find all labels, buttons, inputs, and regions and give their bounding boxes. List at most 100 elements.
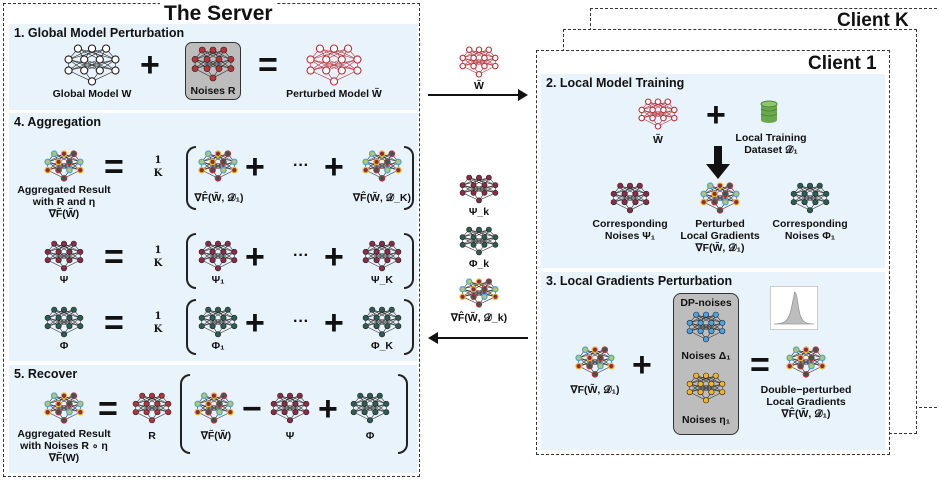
plus-sign: + — [632, 346, 652, 384]
dataset-label-1: Local Training — [735, 132, 807, 144]
recover-result-net — [44, 392, 84, 424]
paren-right — [404, 146, 414, 210]
perturbed-model-label: Perturbed Model W̃ — [286, 88, 382, 100]
plg-label-3: ∇F(W̃, 𝒟₁) — [695, 242, 745, 254]
broadcast-model-label: W̃ — [474, 80, 484, 92]
arrow-to-client — [428, 89, 528, 101]
phi-1-label: Φ₁ — [211, 340, 225, 352]
double-perturbed-net — [786, 346, 826, 378]
agg-label-3: ∇F̃(W̃) — [48, 208, 80, 220]
plg-label-2: Local Gradients — [680, 230, 760, 242]
paren-right — [398, 374, 408, 454]
plus-sign: + — [324, 148, 344, 186]
aggregated-net — [44, 150, 84, 182]
dp-grad-label-2: Local Gradients — [766, 396, 846, 408]
term-first-label: ∇F̂(W̃, 𝒟₁) — [194, 192, 244, 204]
equals-sign: = — [98, 390, 118, 428]
plus-sign: + — [140, 46, 160, 84]
recover-label-2: with Noises R ∘ η — [20, 440, 108, 452]
plg-net — [700, 182, 740, 214]
local-grad-label: ∇F(W̃, 𝒟₁) — [570, 384, 620, 396]
psi-1-net — [198, 240, 238, 272]
equals-sign: = — [104, 238, 124, 276]
plus-sign: + — [706, 96, 726, 134]
arrow-to-server — [428, 332, 528, 344]
plus-sign: + — [245, 238, 265, 276]
cn-phi-net — [790, 182, 830, 214]
down-arrow-icon — [706, 146, 730, 179]
recover-phi-label: Φ — [365, 430, 375, 442]
distribution-icon — [770, 286, 818, 330]
section-3-title: 3. Local Gradients Perturbation — [546, 274, 733, 288]
minus-sign: − — [242, 390, 262, 428]
server-title: The Server — [160, 2, 277, 26]
psi-label: Ψ — [59, 274, 69, 286]
cn-phi-label-2: Noises Φ₁ — [784, 230, 836, 242]
phi-label: Φ — [59, 340, 69, 352]
grad-k-upload-label: ∇F̂(W̃, 𝒟_k) — [450, 312, 508, 324]
equals-sign: = — [258, 46, 278, 84]
plus-sign: + — [324, 304, 344, 342]
phi-k-upload-label: Φ_k — [468, 258, 490, 270]
agg-label-1: Aggregated Result — [17, 184, 111, 196]
plg-label-1: Perturbed — [695, 218, 745, 230]
local-grad-net — [575, 346, 615, 378]
client-k-title: Client K — [837, 10, 909, 31]
paren-right — [404, 299, 414, 355]
paren-right — [404, 233, 414, 289]
recover-psi-label: Ψ — [285, 430, 295, 442]
client-1-title: Client 1 — [808, 53, 877, 74]
phi-net — [44, 306, 84, 338]
eta-noise-net — [686, 372, 726, 404]
agg-label-2: with R and η — [32, 196, 96, 208]
paren-left — [186, 233, 196, 289]
phi-k-label: Φ_K — [370, 340, 394, 352]
plus-sign: + — [324, 238, 344, 276]
recover-grad-label: ∇F̃(W̃) — [200, 430, 232, 442]
section-5-title: 5. Recover — [14, 367, 78, 381]
dots: ··· — [293, 157, 309, 174]
grad-net-k — [362, 150, 402, 182]
recover-psi-net — [270, 392, 310, 424]
phi-k-upload-net — [459, 226, 499, 256]
local-model-net — [638, 98, 678, 130]
cn-psi-label-2: Noises Ψ₁ — [604, 230, 656, 242]
global-model-label: Global Model W — [52, 88, 132, 100]
plus-sign: + — [245, 304, 265, 342]
dataset-label-2: Dataset 𝒟₁ — [744, 144, 798, 156]
psi-k-upload-label: Ψ_k — [468, 206, 490, 218]
dp-grad-label-1: Double−perturbed — [760, 384, 852, 396]
global-model-net — [64, 44, 120, 86]
psi-k-label: Ψ_K — [371, 274, 393, 286]
psi-k-net — [362, 240, 402, 272]
delta-noise-net — [686, 311, 726, 343]
psi-k-upload-net — [459, 174, 499, 204]
cn-phi-label-1: Corresponding — [772, 218, 848, 230]
phi-1-net — [198, 306, 238, 338]
cn-psi-label-1: Corresponding — [592, 218, 668, 230]
recover-label-3: ∇F̃(W) — [48, 452, 80, 464]
grad-net-1 — [198, 150, 238, 182]
plus-sign: + — [245, 148, 265, 186]
equals-sign: = — [104, 304, 124, 342]
delta-noise-label: Noises Δ₁ — [681, 350, 731, 362]
psi-net — [44, 240, 84, 272]
section-1-title: 1. Global Model Perturbation — [14, 26, 185, 40]
term-last-label: ∇F̂(W̃, 𝒟_K) — [353, 192, 411, 204]
noises-r-label: Noises R — [190, 85, 236, 97]
phi-k-net — [362, 306, 402, 338]
recover-r-label: R — [148, 430, 156, 442]
dots: ··· — [293, 247, 309, 264]
cn-psi-net — [610, 182, 650, 214]
dots: ··· — [293, 313, 309, 330]
database-icon — [760, 100, 778, 123]
grad-k-upload-net — [459, 278, 499, 308]
dp-noises-label: DP-noises — [680, 297, 732, 309]
perturbed-model-net — [306, 44, 362, 86]
dp-grad-label-3: ∇F̂(W̃, 𝒟₁) — [781, 408, 831, 420]
section-2-title: 2. Local Model Training — [546, 76, 685, 90]
recover-r-net — [132, 392, 172, 424]
